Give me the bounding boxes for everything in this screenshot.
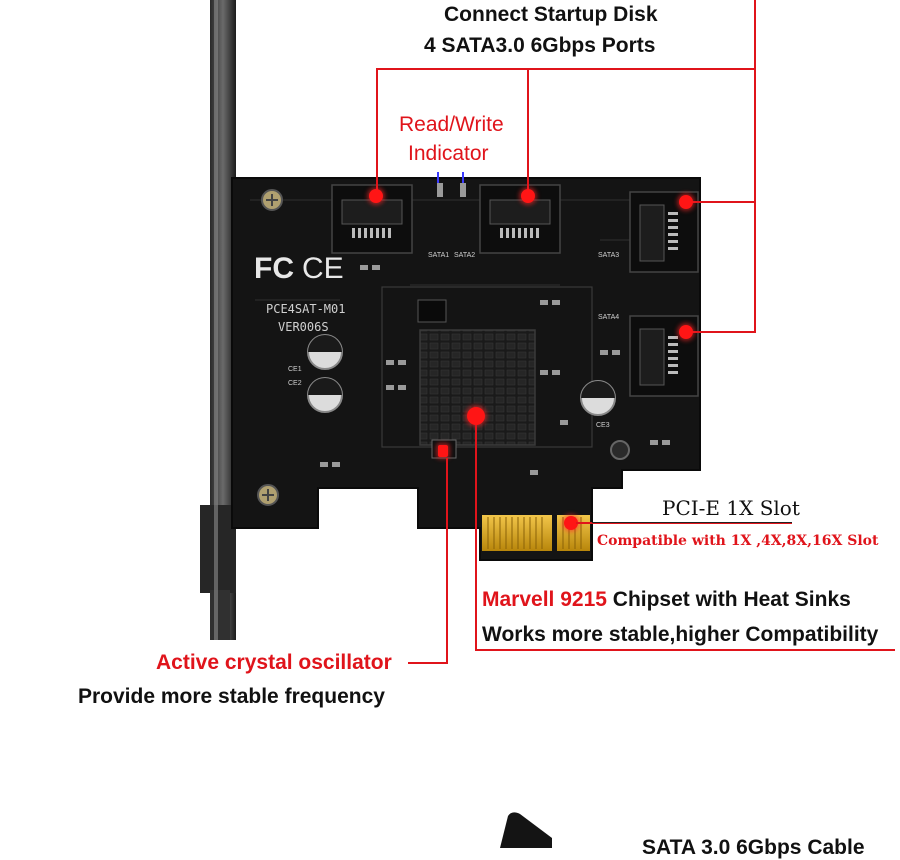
silk-ce1: CE1 [288, 366, 302, 373]
callout-line-osc-h [408, 662, 448, 664]
callout-line-sata3-h [686, 201, 756, 203]
label-rw-line2: Indicator [408, 142, 489, 165]
label-chipset-brand: Marvell 9215 [482, 588, 607, 611]
label-startup-disk: Connect Startup Disk [444, 3, 658, 26]
marker-sata2 [521, 189, 535, 203]
silk-version: VER006S [278, 320, 329, 334]
screw-bottom [257, 484, 279, 506]
callout-line-sata1-v [376, 68, 378, 196]
silk-sata1: SATA1 [428, 252, 450, 259]
capacitor-ce3 [580, 380, 616, 416]
callout-line-sata-h [376, 68, 756, 70]
callout-line-osc-v [446, 458, 448, 663]
label-cable-title: SATA 3.0 6Gbps Cable [642, 836, 865, 859]
sata-cable-connector-photo [500, 812, 552, 848]
silk-sata4: SATA4 [598, 314, 620, 321]
label-chipset-desc: Works more stable,higher Compatibility [482, 623, 879, 646]
silk-ce2: CE2 [288, 380, 302, 387]
callout-line-sata-top [754, 0, 756, 332]
silk-model: PCE4SAT-M01 [266, 302, 346, 316]
heat-sink [419, 329, 536, 446]
sata-connector-2 [479, 184, 561, 254]
callout-line-sata2-v [527, 68, 529, 196]
metal-bracket [200, 0, 236, 640]
callout-line-chipset-v [475, 425, 477, 650]
label-osc-title: Active crystal oscillator [156, 651, 392, 674]
inductor [610, 440, 630, 460]
small-ic-chip [417, 299, 447, 323]
label-rw-line1: Read/Write [399, 113, 504, 136]
label-chipset-rest: Chipset with Heat Sinks [612, 588, 851, 611]
pcie-underline [592, 522, 792, 523]
silk-sata2: SATA2 [454, 252, 476, 259]
cert-fc-mark: FC [254, 252, 294, 285]
capacitor-ce1 [307, 334, 343, 370]
marker-oscillator [438, 445, 448, 457]
screw-top [261, 189, 283, 211]
label-pcie-slot: PCI-E 1X Slot [662, 496, 800, 520]
marker-pcie [564, 516, 578, 530]
label-pcie-compat: Compatible with 1X ,4X,8X,16X Slot [597, 533, 879, 549]
silk-sata3: SATA3 [598, 252, 620, 259]
marker-chipset [467, 407, 485, 425]
label-sata-ports: 4 SATA3.0 6Gbps Ports [424, 34, 656, 57]
callout-line-pcie [576, 522, 792, 524]
callout-line-sata4-h [686, 331, 756, 333]
cert-ce-mark: CE [302, 252, 344, 285]
marker-sata1 [369, 189, 383, 203]
silk-ce3: CE3 [596, 422, 610, 429]
marker-sata3 [679, 195, 693, 209]
callout-line-chipset-h [475, 649, 895, 651]
label-osc-desc: Provide more stable frequency [78, 685, 385, 708]
marker-sata4 [679, 325, 693, 339]
capacitor-ce2 [307, 377, 343, 413]
smd-components [320, 183, 670, 475]
label-chipset-line: Marvell 9215 Chipset with Heat Sinks [482, 588, 851, 612]
